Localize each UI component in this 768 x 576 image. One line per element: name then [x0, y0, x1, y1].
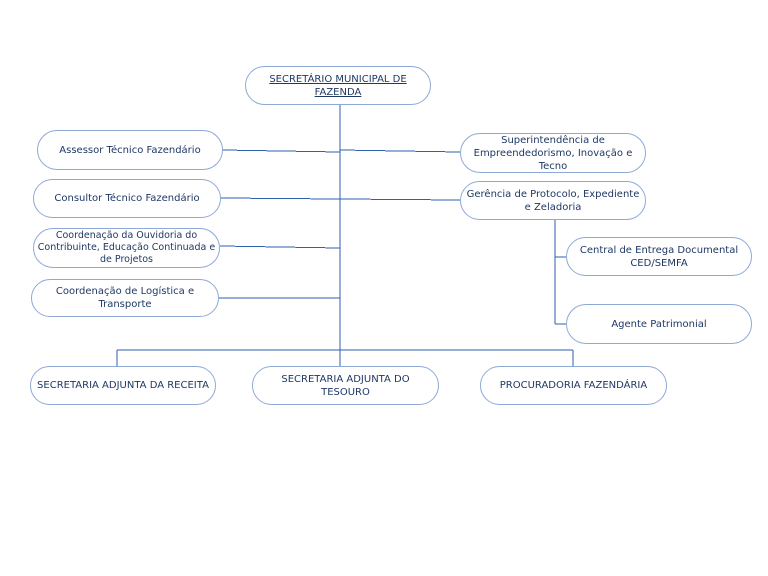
node-label: SECRETARIA ADJUNTA DA RECEITA — [37, 380, 209, 391]
node-central-entrega[interactable]: Central de Entrega Documental CED/SEMFA — [566, 237, 752, 276]
node-label: Central de Entrega Documental CED/SEMFA — [579, 244, 739, 269]
node-label: PROCURADORIA FAZENDÁRIA — [499, 380, 648, 391]
node-superintendencia[interactable]: Superintendência de Empreendedorismo, In… — [460, 133, 646, 173]
node-label: Consultor Técnico Fazendário — [54, 193, 200, 204]
node-label: Agente Patrimonial — [611, 318, 707, 330]
node-label: Assessor Técnico Fazendário — [59, 144, 201, 156]
node-assessor-tecnico[interactable]: Assessor Técnico Fazendário — [37, 130, 223, 170]
node-procuradoria[interactable]: PROCURADORIA FAZENDÁRIA — [480, 366, 667, 405]
node-secretaria-receita[interactable]: SECRETARIA ADJUNTA DA RECEITA — [30, 366, 216, 405]
node-coordenacao-ouvidoria[interactable]: Coordenação da Ouvidoria do Contribuinte… — [33, 228, 220, 268]
node-agente-patrimonial[interactable]: Agente Patrimonial — [566, 304, 752, 344]
node-gerencia-protocolo[interactable]: Gerência de Protocolo, Expediente e Zela… — [460, 181, 646, 220]
connector-consultor — [219, 197, 341, 200]
connector-ouvidoria — [219, 245, 341, 249]
root-node-secretario[interactable]: SECRETÁRIO MUNICIPAL DE FAZENDA — [245, 66, 431, 105]
node-coordenacao-logistica[interactable]: Coordenação de Logística e Transporte — [31, 279, 219, 317]
node-label: Superintendência de Empreendedorismo, In… — [473, 134, 633, 172]
root-node-label: SECRETÁRIO MUNICIPAL DE FAZENDA — [269, 73, 407, 98]
node-label: Coordenação de Logística e Transporte — [55, 286, 195, 310]
connector-superintendencia — [339, 149, 461, 153]
node-consultor-tecnico[interactable]: Consultor Técnico Fazendário — [33, 179, 221, 218]
node-label: Gerência de Protocolo, Expediente e Zela… — [466, 188, 640, 213]
connector-gerencia — [339, 198, 461, 201]
node-label: SECRETARIA ADJUNTA DO TESOURO — [281, 373, 410, 398]
node-secretaria-tesouro[interactable]: SECRETARIA ADJUNTA DO TESOURO — [252, 366, 439, 405]
node-label: Coordenação da Ouvidoria do Contribuinte… — [37, 230, 216, 265]
connector-assessor — [221, 149, 341, 153]
